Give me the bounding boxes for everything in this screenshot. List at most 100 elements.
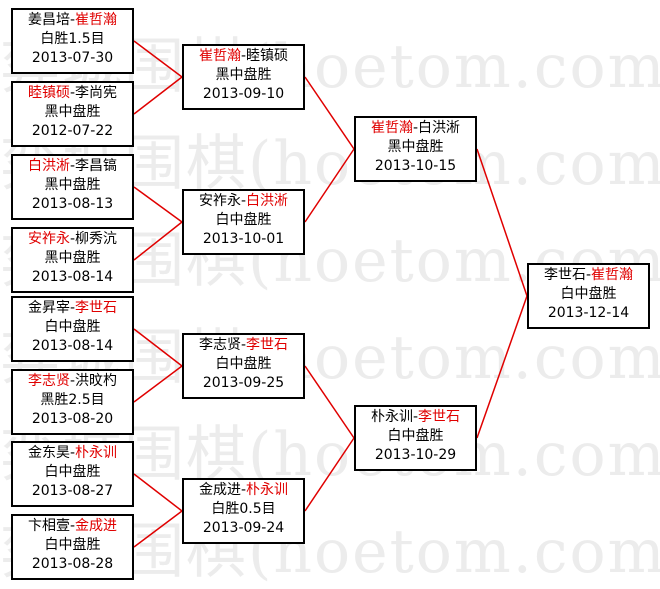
match-result: 白中盘胜 — [44, 319, 101, 335]
player-2: 崔哲瀚 — [591, 267, 634, 283]
match-players: 安祚永-白洪淅 — [184, 192, 303, 211]
match-players: 李志贤-李世石 — [184, 336, 303, 355]
match-result: 黑中盘胜 — [44, 177, 101, 193]
match-result: 白胜1.5目 — [40, 31, 105, 47]
player-1: 朴永训 — [370, 409, 413, 425]
match-date: 2013-12-14 — [547, 305, 630, 321]
player-separator: - — [240, 48, 247, 64]
match-result: 白中盘胜 — [44, 537, 101, 553]
match-date: 2013-08-27 — [31, 483, 114, 499]
match-players: 金昇宰-李世石 — [13, 299, 132, 318]
match-result: 白中盘胜 — [387, 428, 444, 444]
player-2: 柳秀沆 — [75, 231, 118, 247]
match-players: 崔哲瀚-白洪淅 — [356, 119, 475, 138]
match-result: 黑中盘胜 — [387, 139, 444, 155]
match-players: 白洪淅-李昌镐 — [13, 157, 132, 176]
match-result: 黑中盘胜 — [44, 250, 101, 266]
match-result: 黑中盘胜 — [215, 67, 272, 83]
player-separator: - — [69, 518, 76, 534]
match-players: 崔哲瀚-睦镇硕 — [184, 47, 303, 66]
match-box-r2-4: 金成进-朴永训白胜0.5目 2013-09-24 — [182, 478, 305, 544]
connector-r3-2-to-final — [476, 295, 528, 439]
player-1: 金东昊 — [27, 445, 70, 461]
player-1: 姜昌培 — [27, 12, 70, 28]
connector-r2-3-to-r3-2 — [304, 365, 355, 439]
player-2: 朴永训 — [75, 445, 118, 461]
player-1: 李世石 — [543, 267, 586, 283]
match-date: 2013-09-10 — [202, 86, 285, 102]
player-2: 洪旼杓 — [75, 373, 118, 389]
connector-r1-5-to-r2-3 — [133, 328, 183, 367]
match-result: 白中盘胜 — [215, 212, 272, 228]
player-1: 李志贤 — [27, 373, 70, 389]
player-separator: - — [69, 12, 76, 28]
player-1: 李志贤 — [198, 337, 241, 353]
match-box-r1-4: 安祚永-柳秀沆黑中盘胜 2013-08-14 — [11, 227, 134, 293]
connector-r2-1-to-r3-1 — [304, 76, 355, 150]
player-separator: - — [69, 300, 76, 316]
player-2: 睦镇硕 — [246, 48, 289, 64]
match-date: 2013-08-13 — [31, 196, 114, 212]
player-separator: - — [69, 158, 76, 174]
player-1: 白洪淅 — [27, 158, 70, 174]
match-players: 安祚永-柳秀沆 — [13, 230, 132, 249]
match-date: 2013-10-29 — [374, 447, 457, 463]
match-players: 李世石-崔哲瀚 — [529, 266, 648, 285]
match-players: 金成进-朴永训 — [184, 481, 303, 500]
connector-r2-2-to-r3-1 — [304, 148, 355, 223]
player-2: 李世石 — [246, 337, 289, 353]
connector-r1-6-to-r2-3 — [133, 365, 183, 403]
match-players: 李志贤-洪旼杓 — [13, 372, 132, 391]
player-2: 金成进 — [75, 518, 118, 534]
player-2: 李世石 — [418, 409, 461, 425]
player-2: 白洪淅 — [418, 120, 461, 136]
player-separator: - — [412, 409, 419, 425]
player-1: 卞相壹 — [27, 518, 70, 534]
match-date: 2013-08-14 — [31, 269, 114, 285]
player-2: 崔哲瀚 — [75, 12, 118, 28]
player-2: 李世石 — [75, 300, 118, 316]
player-2: 李尚宪 — [75, 85, 118, 101]
player-2: 李昌镐 — [75, 158, 118, 174]
match-result: 白胜0.5目 — [211, 501, 276, 517]
connector-r1-2-to-r2-1 — [133, 76, 183, 115]
player-2: 朴永训 — [246, 482, 289, 498]
match-players: 金东昊-朴永训 — [13, 444, 132, 463]
player-separator: - — [240, 193, 247, 209]
match-players: 睦镇硕-李尚宪 — [13, 84, 132, 103]
match-date: 2013-09-24 — [202, 520, 285, 536]
match-result: 黑胜2.5目 — [40, 392, 105, 408]
match-players: 姜昌培-崔哲瀚 — [13, 11, 132, 30]
player-separator: - — [69, 445, 76, 461]
connector-r1-8-to-r2-4 — [133, 510, 183, 548]
match-result: 白中盘胜 — [215, 356, 272, 372]
connector-r3-1-to-final — [476, 148, 528, 297]
player-separator: - — [69, 231, 76, 247]
match-date: 2013-08-20 — [31, 411, 114, 427]
match-date: 2013-10-01 — [202, 231, 285, 247]
player-1: 崔哲瀚 — [198, 48, 241, 64]
match-date: 2013-08-14 — [31, 338, 114, 354]
match-result: 黑中盘胜 — [44, 104, 101, 120]
match-date: 2013-09-25 — [202, 375, 285, 391]
connector-r1-3-to-r2-2 — [133, 186, 183, 223]
player-separator: - — [69, 373, 76, 389]
match-date: 2013-07-30 — [31, 50, 114, 66]
match-players: 朴永训-李世石 — [356, 408, 475, 427]
player-1: 安祚永 — [198, 193, 241, 209]
player-2: 白洪淅 — [246, 193, 289, 209]
player-separator: - — [412, 120, 419, 136]
match-players: 卞相壹-金成进 — [13, 517, 132, 536]
match-box-r2-3: 李志贤-李世石白中盘胜 2013-09-25 — [182, 333, 305, 399]
player-1: 睦镇硕 — [27, 85, 70, 101]
match-date: 2012-07-22 — [31, 123, 114, 139]
